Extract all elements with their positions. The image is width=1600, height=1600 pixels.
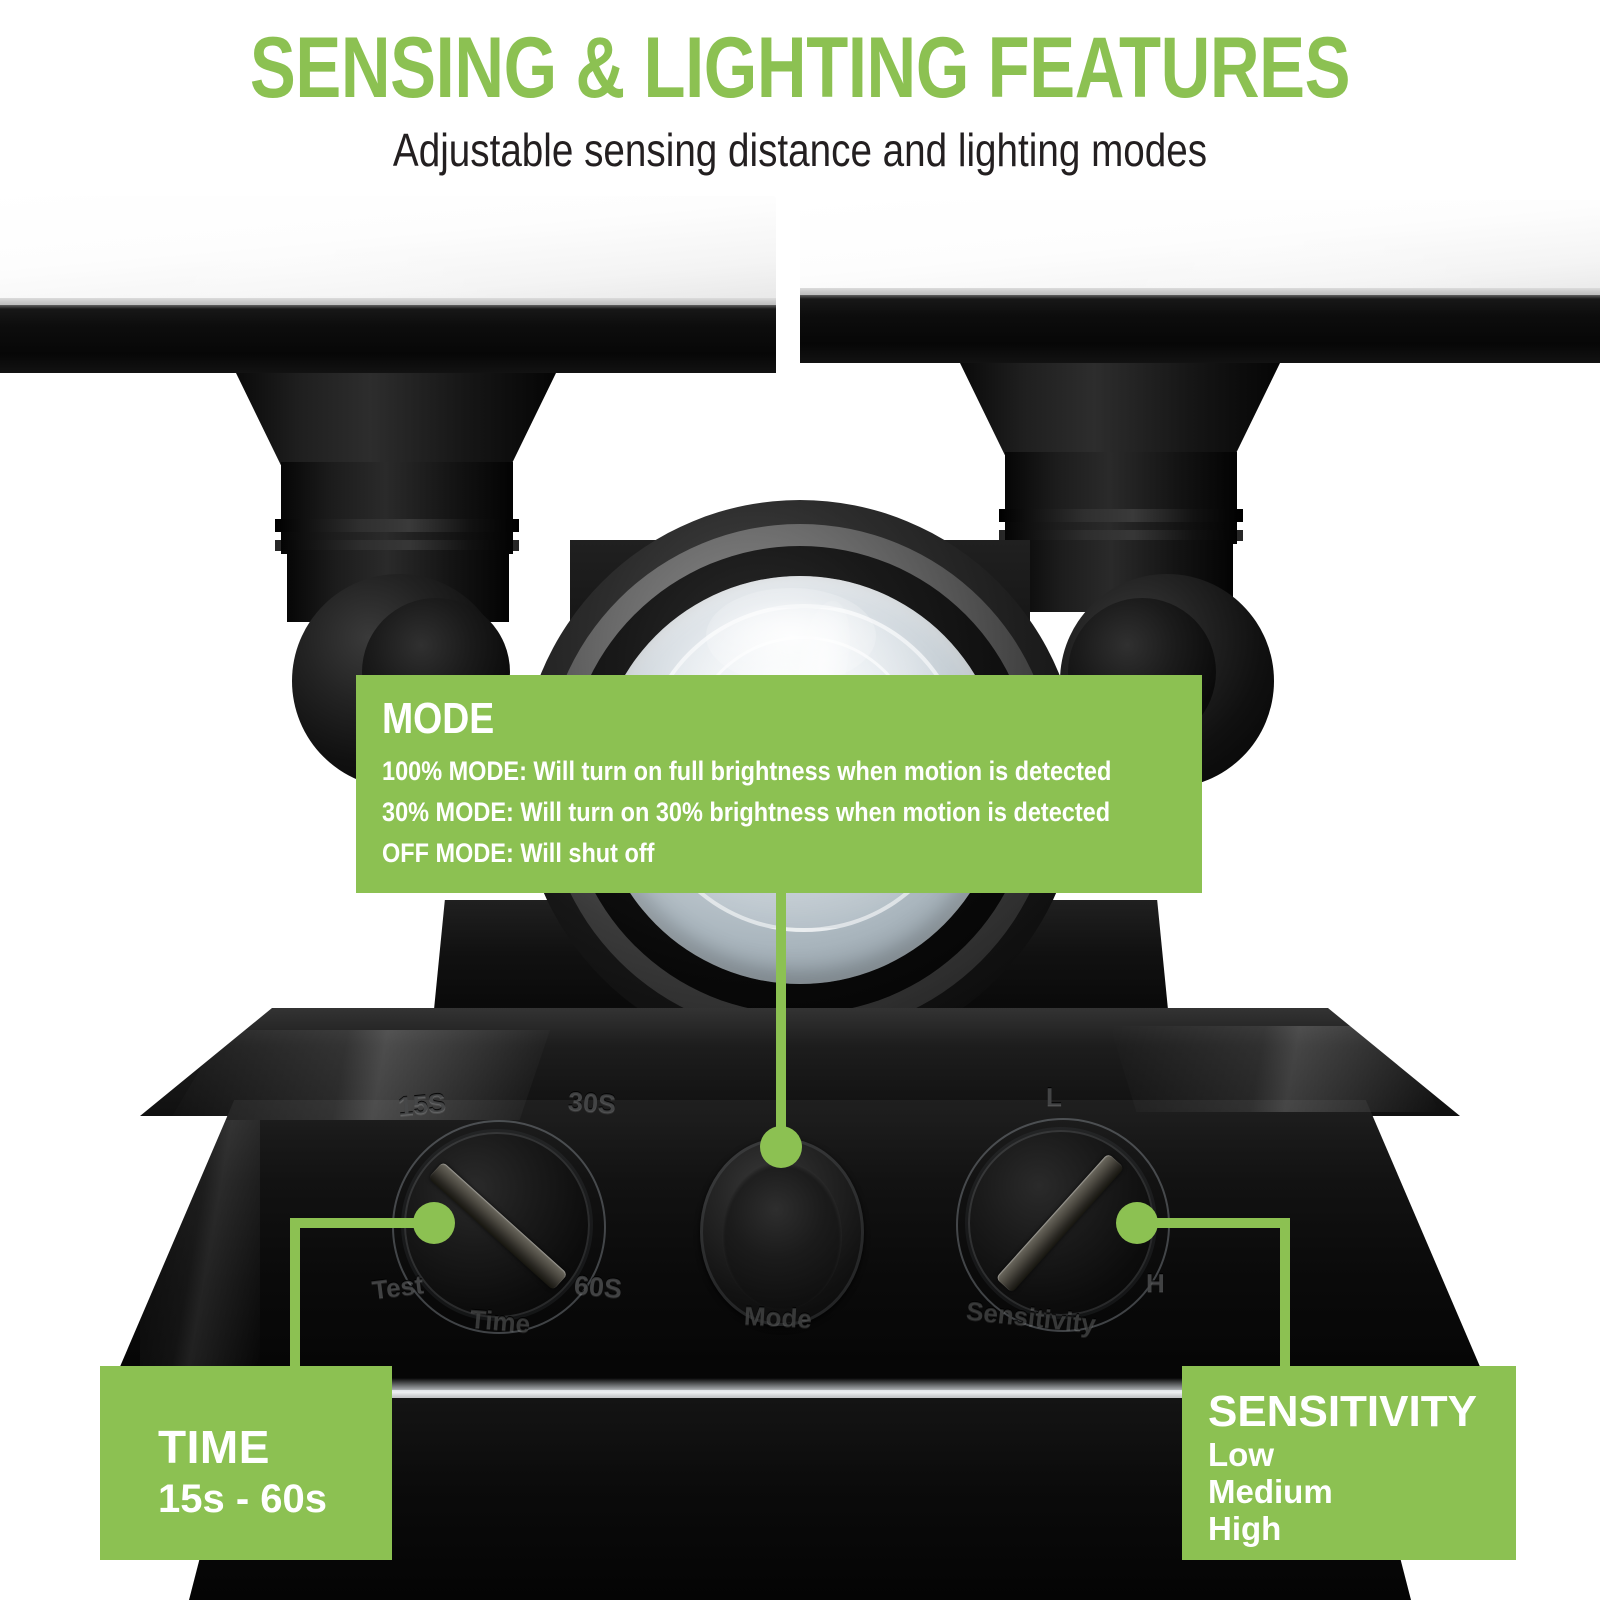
time-connector-line-horizontal — [290, 1218, 435, 1228]
time-callout-title: TIME — [158, 1421, 270, 1473]
sensitivity-dial-mark-low: L — [1046, 1082, 1062, 1112]
mode-callout-title: MODE — [382, 694, 495, 743]
mode-callout-line-100: 100% MODE: Will turn on full brightness … — [382, 756, 1112, 786]
sensitivity-callout-title: SENSITIVITY — [1208, 1387, 1477, 1436]
sensitivity-option-medium: Medium — [1208, 1473, 1333, 1510]
header: SENSING & LIGHTING FEATURES Adjustable s… — [0, 0, 1600, 200]
mode-callout-line-30: 30% MODE: Will turn on 30% brightness wh… — [382, 797, 1111, 827]
time-connector-line-vertical — [290, 1218, 300, 1372]
sensitivity-callout: SENSITIVITY Low Medium High — [1182, 1366, 1516, 1560]
page-subtitle: Adjustable sensing distance and lighting… — [392, 124, 1208, 176]
mode-callout: MODE 100% MODE: Will turn on full bright… — [356, 675, 1202, 893]
mode-connector-dot — [760, 1126, 802, 1168]
sensitivity-connector-line-vertical — [1280, 1218, 1290, 1372]
mode-callout-line-off: OFF MODE: Will shut off — [382, 838, 655, 868]
sensitivity-option-low: Low — [1208, 1436, 1274, 1473]
time-callout-value: 15s - 60s — [158, 1477, 328, 1521]
time-callout: TIME 15s - 60s — [100, 1366, 392, 1560]
sensitivity-option-high: High — [1208, 1510, 1282, 1547]
page-title: SENSING & LIGHTING FEATURES — [249, 20, 1351, 116]
sensitivity-connector-line-horizontal — [1140, 1218, 1290, 1228]
mode-connector-line — [776, 893, 786, 1145]
sensitivity-dial-mark-high: H — [1146, 1268, 1165, 1298]
